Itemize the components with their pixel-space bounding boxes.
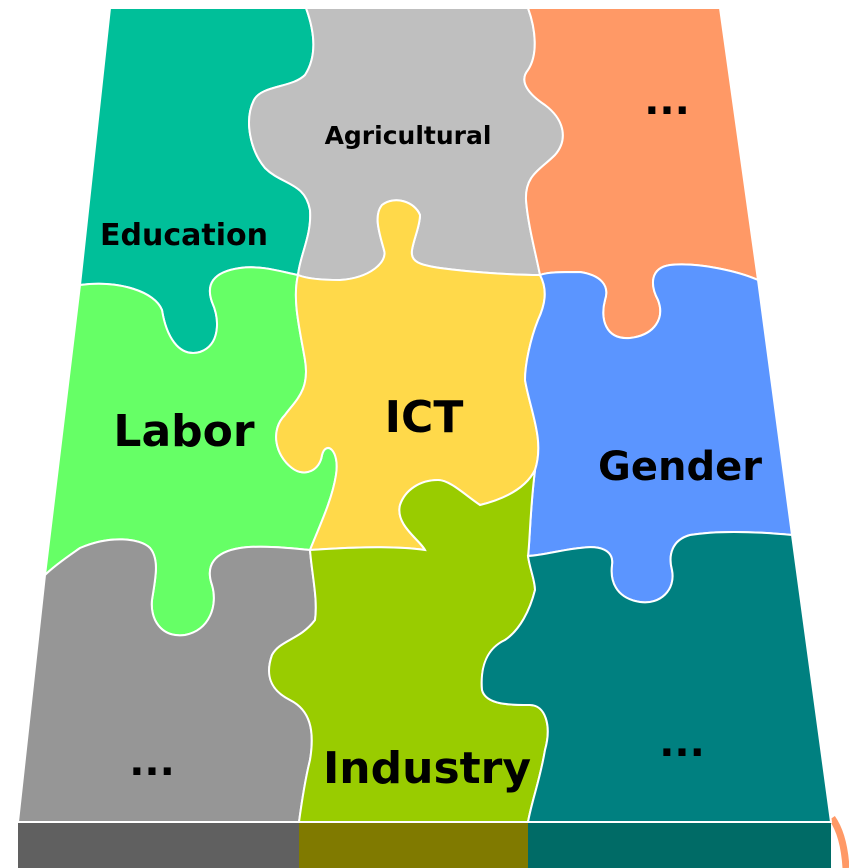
base-left bbox=[18, 822, 299, 868]
piece-bottom-right bbox=[480, 530, 833, 823]
label-labor: Labor bbox=[113, 406, 254, 457]
label-top-right: ... bbox=[644, 78, 690, 124]
label-industry: Industry bbox=[323, 743, 531, 794]
accent-curve bbox=[829, 815, 849, 868]
base-middle bbox=[299, 822, 528, 868]
label-ict: ICT bbox=[385, 392, 464, 443]
label-bottom-right: ... bbox=[659, 720, 705, 766]
label-bottom-left: ... bbox=[129, 739, 175, 785]
label-agricultural: Agricultural bbox=[325, 121, 492, 150]
label-gender: Gender bbox=[598, 444, 762, 490]
label-education: Education bbox=[100, 218, 268, 253]
base-right bbox=[528, 822, 831, 868]
